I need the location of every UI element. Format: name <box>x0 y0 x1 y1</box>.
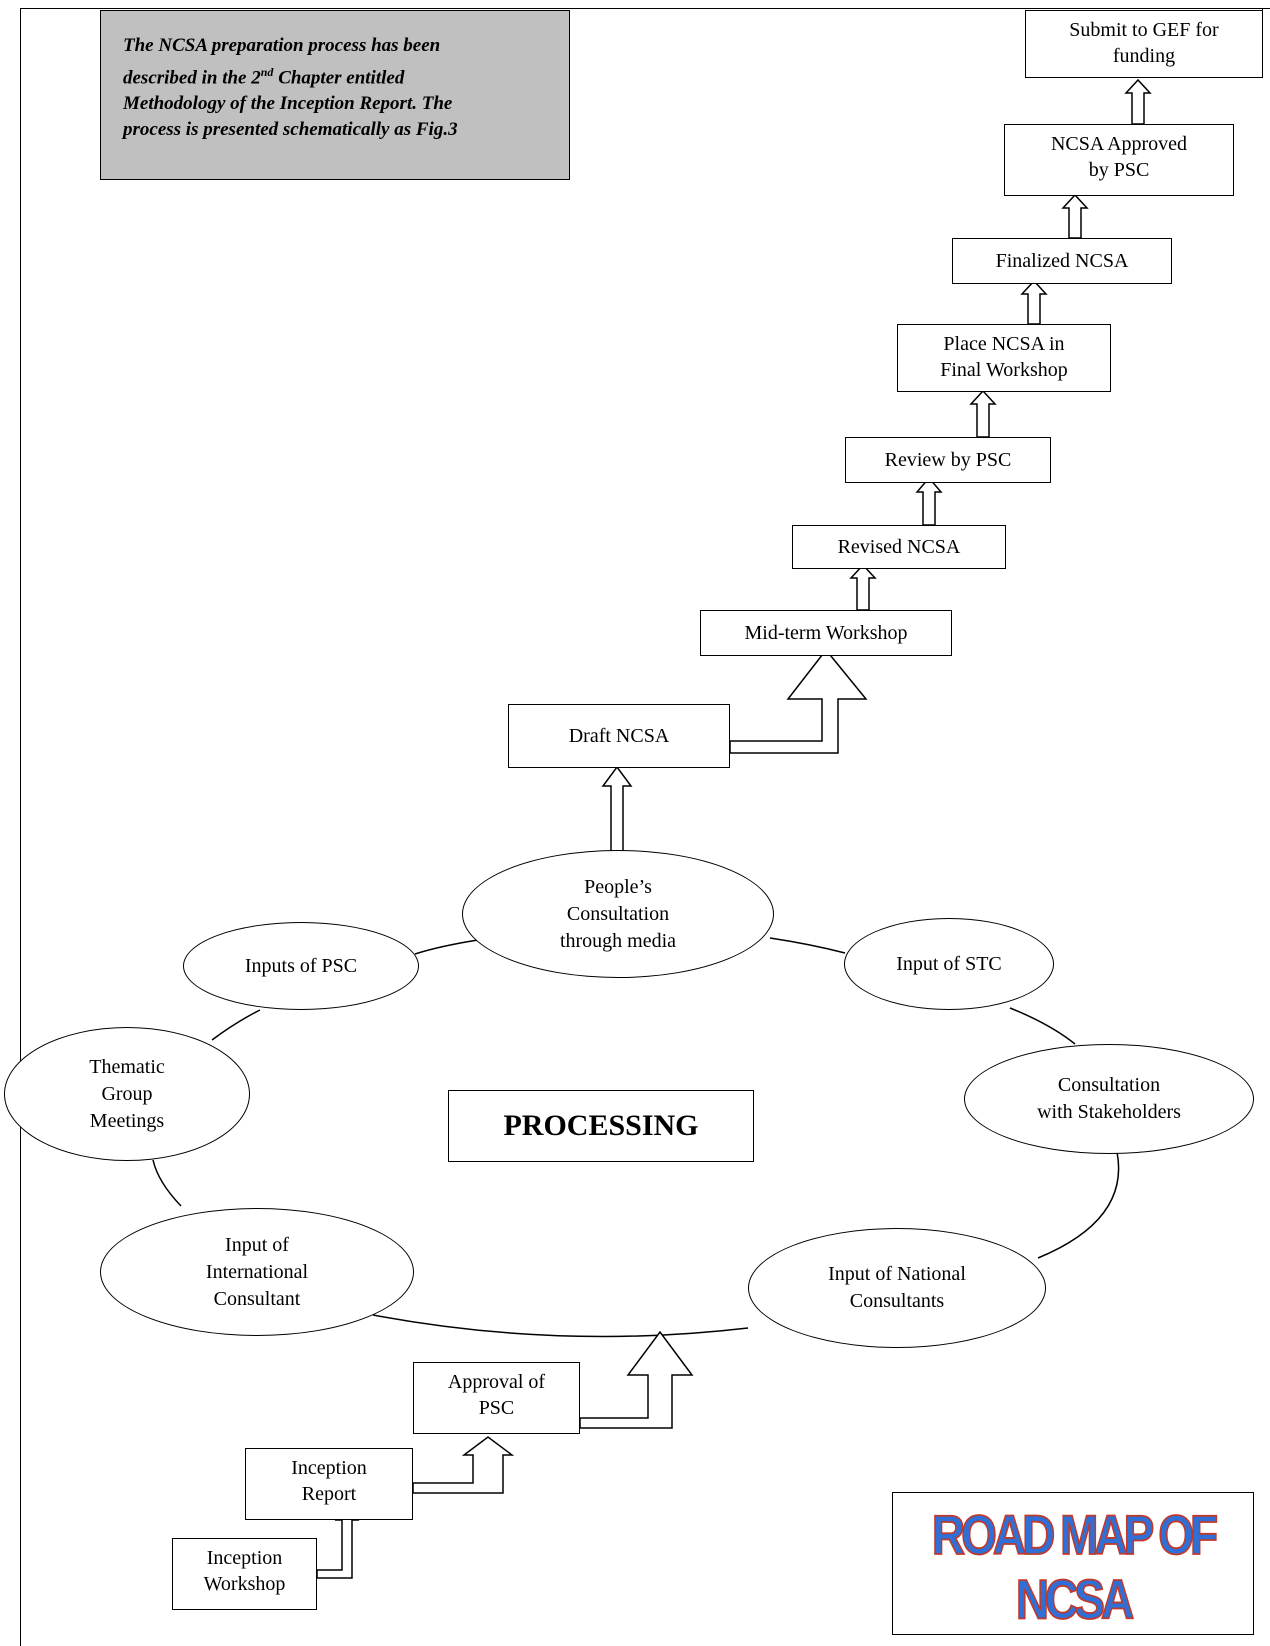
frame-left-line <box>20 8 21 1646</box>
step-ncsa-approved-line2: by PSC <box>1088 159 1150 181</box>
arrow-approval-psc <box>579 1330 694 1429</box>
step-place-final-workshop: Place NCSA in Final Workshop <box>897 324 1111 392</box>
step-revised-ncsa: Revised NCSA <box>792 525 1006 569</box>
arrow-approved-submit <box>1124 78 1152 125</box>
cycle-peoples-line3: through media <box>559 929 677 952</box>
note-superscript: nd <box>260 65 274 79</box>
arc-thematic-psc <box>211 1009 261 1041</box>
arc-stc-stakeholders <box>1009 1007 1076 1045</box>
cycle-international-line3: Consultant <box>213 1287 301 1310</box>
frame-top-line <box>20 8 1270 9</box>
step-submit-gef-line1: Submit to GEF for <box>1069 19 1219 41</box>
step-approval-of-psc: Approval of PSC <box>413 1362 580 1434</box>
roadmap-logo-box: ROAD MAP OF NCSA <box>892 1492 1254 1635</box>
cycle-international-line1: Input of <box>225 1233 289 1256</box>
note-line-2-post: Chapter entitled <box>273 67 405 89</box>
arc-international-thematic <box>152 1159 182 1207</box>
step-inception-report-line1: Inception <box>291 1457 367 1479</box>
step-ncsa-approved-line1: NCSA Approved <box>1050 133 1188 155</box>
cycle-input-of-stc: Input of STC <box>844 918 1054 1010</box>
arrow-place-finalized <box>1020 279 1048 325</box>
step-approval-line2: PSC <box>478 1397 515 1419</box>
roadmap-wordart: ROAD MAP OF NCSA <box>931 1503 1219 1632</box>
step-midterm-workshop: Mid-term Workshop <box>700 610 952 656</box>
cycle-inputs-of-psc: Inputs of PSC <box>183 922 419 1010</box>
note-line-1: The NCSA preparation process has been <box>123 35 441 56</box>
arrow-revised-review <box>915 476 943 526</box>
cycle-peoples-line2: Consultation <box>566 902 670 925</box>
step-place-final-line1: Place NCSA in <box>943 333 1065 355</box>
arrow-midterm-revised <box>849 563 877 611</box>
arrow-draft-midterm <box>729 648 868 754</box>
step-finalized-ncsa: Finalized NCSA <box>952 238 1172 284</box>
cycle-thematic-line1: Thematic <box>89 1055 165 1078</box>
intro-note: The NCSA preparation process has been de… <box>100 10 570 180</box>
step-approval-line1: Approval of <box>447 1371 546 1393</box>
cycle-national-line1: Input of National <box>828 1263 966 1285</box>
step-inception-workshop-line2: Workshop <box>203 1573 286 1595</box>
arrow-inception-report <box>412 1436 515 1494</box>
step-place-final-line2: Final Workshop <box>940 359 1068 381</box>
cycle-national-line2: Consultants <box>849 1290 945 1312</box>
arrow-inception-workshop <box>316 1500 360 1579</box>
arc-stakeholders-national <box>1037 1151 1120 1259</box>
cycle-stakeholders-line1: Consultation <box>1057 1074 1161 1096</box>
note-line-4: process is presented schematically as Fi… <box>123 119 458 141</box>
cycle-international-line2: International <box>205 1260 309 1283</box>
note-line-3: Methodology of the Inception Report. The <box>123 93 453 115</box>
cycle-thematic-line3: Meetings <box>89 1109 165 1132</box>
cycle-stakeholders-line2: with Stakeholders <box>1037 1101 1181 1123</box>
step-review-by-psc: Review by PSC <box>845 437 1051 483</box>
cycle-thematic-line2: Group <box>101 1082 153 1105</box>
arc-national-international <box>372 1314 749 1338</box>
note-line-2-pre: described in the 2 <box>123 67 261 89</box>
arc-peoples-stc <box>769 937 846 954</box>
step-inception-report-line2: Report <box>301 1483 357 1505</box>
arrow-finalized-approved <box>1061 193 1089 239</box>
step-submit-gef: Submit to GEF for funding <box>1025 10 1263 78</box>
arrow-review-place <box>969 389 997 438</box>
step-draft-ncsa: Draft NCSA <box>508 704 730 768</box>
cycle-consultation-stakeholders: Consultation with Stakeholders <box>964 1044 1254 1154</box>
step-ncsa-approved: NCSA Approved by PSC <box>1004 124 1234 196</box>
cycle-peoples-line1: People’s <box>584 875 652 898</box>
processing-label: PROCESSING <box>448 1090 754 1162</box>
arc-psc-peoples <box>414 939 479 955</box>
step-inception-workshop-line1: Inception <box>206 1547 283 1569</box>
step-submit-gef-line2: funding <box>1112 45 1176 67</box>
